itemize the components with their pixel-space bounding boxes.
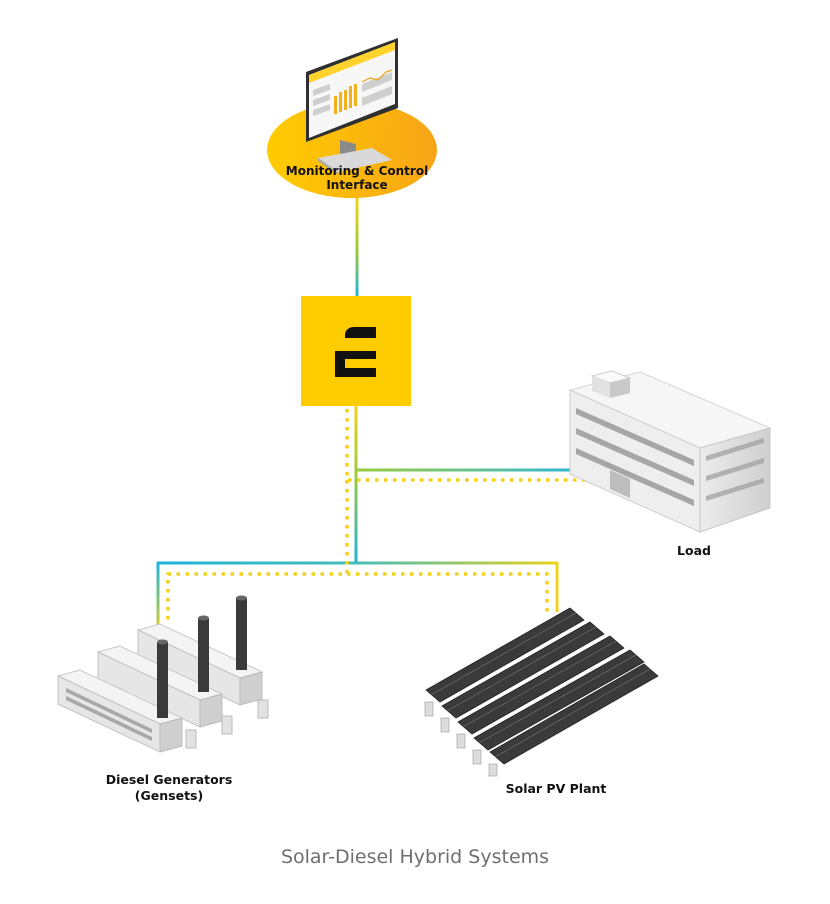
data-lines <box>166 409 596 625</box>
controller-node <box>301 296 411 406</box>
gensets-label-line2: (Gensets) <box>135 788 203 803</box>
generator-icon <box>56 595 269 753</box>
connection-lines <box>156 196 592 630</box>
panel-row <box>472 649 645 765</box>
dashboard-bars <box>334 84 357 114</box>
monitoring-label-line2: Interface <box>326 178 387 192</box>
panel-row <box>456 635 625 749</box>
brand-e-logo <box>335 327 376 377</box>
solar-label: Solar PV Plant <box>506 781 607 796</box>
load-label: Load <box>677 543 711 558</box>
panel-row <box>488 663 659 777</box>
solar-panel-icon <box>424 607 659 777</box>
monitoring-node: Monitoring & Control Interface <box>267 38 437 198</box>
panel-row <box>424 607 585 717</box>
genset-unit <box>56 639 184 753</box>
diagram-caption: Solar-Diesel Hybrid Systems <box>280 846 550 868</box>
panel-row <box>440 621 605 733</box>
data-line-gensets <box>166 480 349 625</box>
monitoring-label-line1: Monitoring & Control <box>286 164 428 178</box>
monitor-icon <box>306 38 398 175</box>
building-icon <box>568 370 772 533</box>
data-line-solar <box>347 572 549 614</box>
gensets-label-line1: Diesel Generators <box>106 772 233 787</box>
data-line-load <box>345 409 596 482</box>
